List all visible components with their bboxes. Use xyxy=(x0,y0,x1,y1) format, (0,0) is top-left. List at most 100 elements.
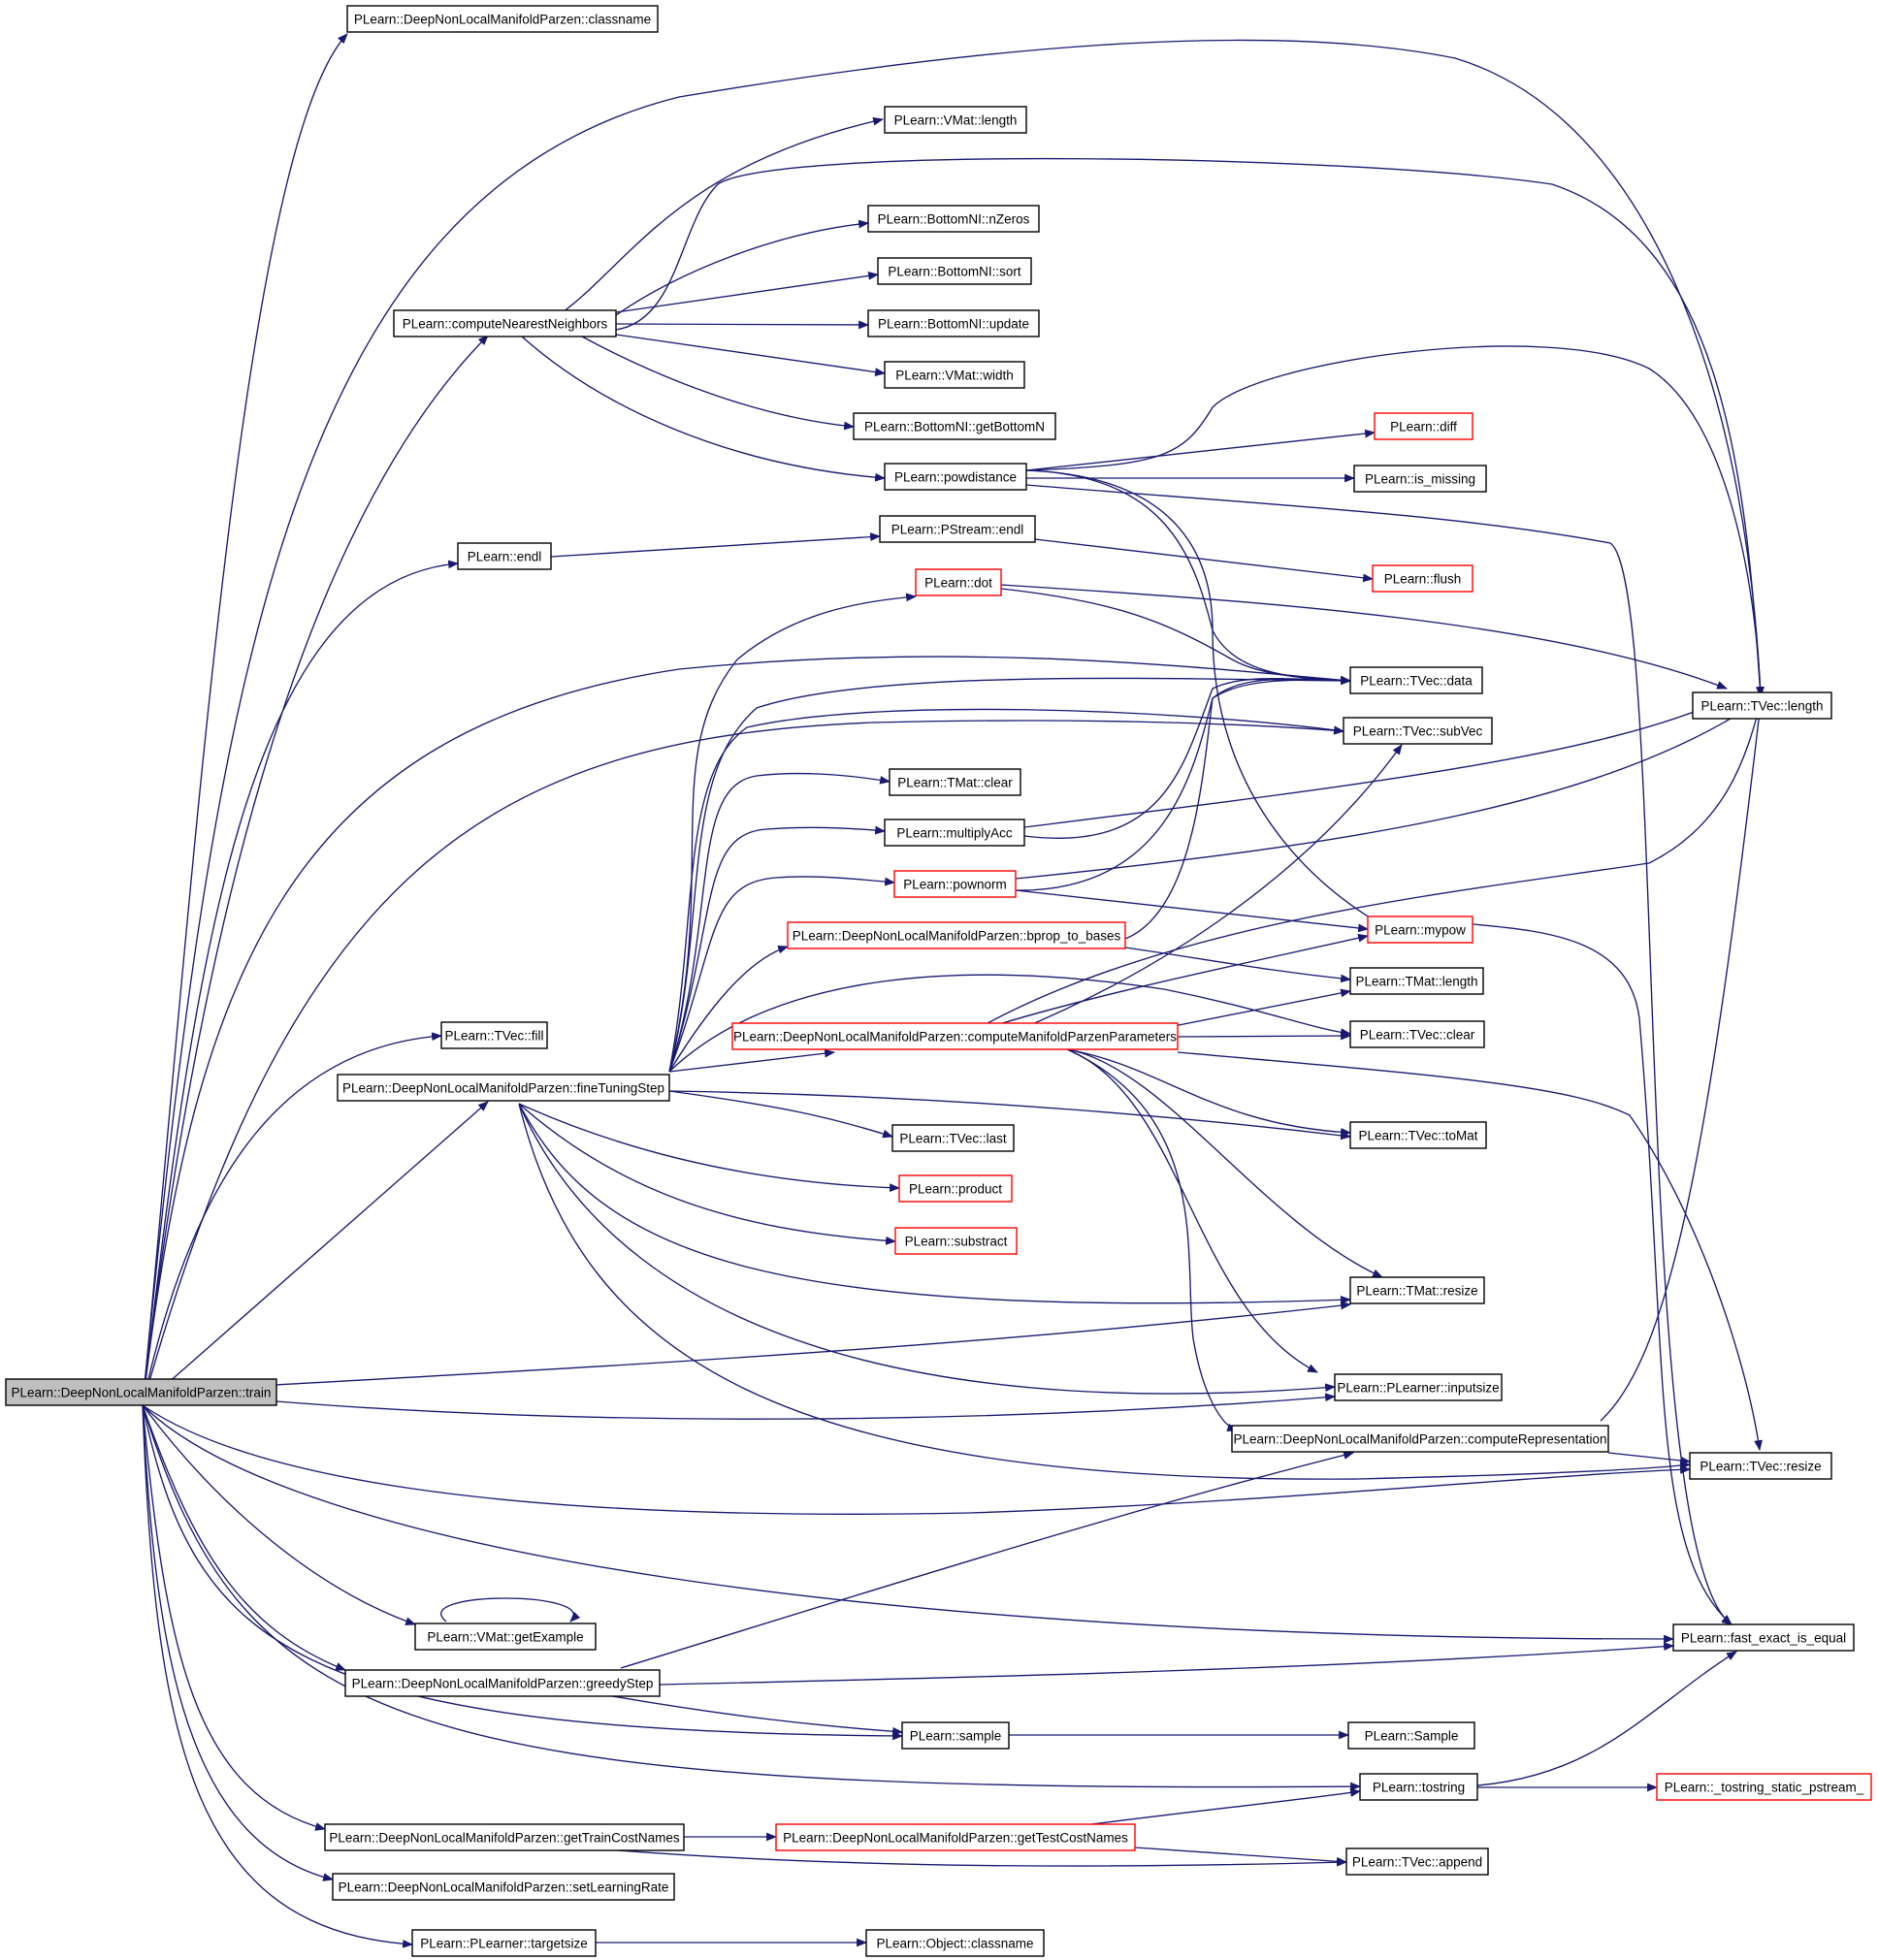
edge-pn-mypow xyxy=(1015,889,1370,933)
node-gettraincost[interactable]: PLearn::DeepNonLocalManifoldParzen::getT… xyxy=(324,1823,685,1851)
node-tvappend[interactable]: PLearn::TVec::append xyxy=(1345,1848,1489,1876)
node-comprep[interactable]: PLearn::DeepNonLocalManifoldParzen::comp… xyxy=(1231,1425,1609,1453)
node-tmlength[interactable]: PLearn::TMat::length xyxy=(1349,967,1484,995)
node-ismissing[interactable]: PLearn::is_missing xyxy=(1353,465,1487,493)
edge-comprep-tvlength xyxy=(1600,701,1765,1422)
node-targetsize[interactable]: PLearn::PLearner::targetsize xyxy=(411,1929,597,1957)
node-subvec[interactable]: PLearn::TVec::subVec xyxy=(1343,717,1493,745)
node-box xyxy=(889,768,1021,796)
node-label: PLearn::BottomNI::getBottomN xyxy=(864,420,1045,434)
node-box xyxy=(344,1669,661,1697)
edge-train-sample xyxy=(142,1404,904,1741)
edge-ft-tvlast xyxy=(668,1090,894,1139)
node-product[interactable]: PLearn::product xyxy=(898,1174,1013,1203)
node-box xyxy=(1372,564,1473,593)
node-label: PLearn::is_missing xyxy=(1365,472,1475,487)
edge-ft-cmpp xyxy=(668,1048,836,1073)
node-box xyxy=(891,1124,1015,1152)
node-flush[interactable]: PLearn::flush xyxy=(1372,564,1473,593)
edge-cnn-bupdate xyxy=(615,320,870,330)
node-tomat[interactable]: PLearn::TVec::toMat xyxy=(1349,1121,1487,1149)
node-tvdata[interactable]: PLearn::TVec::data xyxy=(1349,666,1483,694)
node-box xyxy=(879,515,1036,543)
node-psendl[interactable]: PLearn::PStream::endl xyxy=(879,515,1036,543)
node-cmpp[interactable]: PLearn::DeepNonLocalManifoldParzen::comp… xyxy=(731,1022,1179,1050)
node-label: PLearn::TVec::data xyxy=(1360,674,1473,689)
node-mypow[interactable]: PLearn::mypow xyxy=(1367,916,1473,944)
edge-pn-tvlength xyxy=(1015,702,1757,880)
edge-train-tvdata xyxy=(142,656,1352,1406)
node-tvclear[interactable]: PLearn::TVec::clear xyxy=(1349,1020,1485,1048)
node-bsort[interactable]: PLearn::BottomNI::sort xyxy=(877,257,1032,285)
node-vmat_length[interactable]: PLearn::VMat::length xyxy=(884,106,1027,134)
node-box xyxy=(346,5,659,33)
node-tvlast[interactable]: PLearn::TVec::last xyxy=(891,1124,1015,1152)
node-getbottomn[interactable]: PLearn::BottomNI::getBottomN xyxy=(853,412,1056,440)
edges xyxy=(142,33,1765,1948)
node-dot[interactable]: PLearn::dot xyxy=(915,568,1002,596)
edge-mypow-fastexact xyxy=(1472,923,1732,1625)
node-label: PLearn::BottomNI::update xyxy=(878,317,1029,332)
node-sample[interactable]: PLearn::sample xyxy=(901,1721,1010,1750)
node-bupdate[interactable]: PLearn::BottomNI::update xyxy=(867,309,1040,337)
node-box xyxy=(1349,666,1483,694)
node-greedystep[interactable]: PLearn::DeepNonLocalManifoldParzen::gree… xyxy=(344,1669,661,1697)
node-cnn[interactable]: PLearn::computeNearestNeighbors xyxy=(393,309,617,337)
node-label: PLearn::DeepNonLocalManifoldParzen::gree… xyxy=(352,1677,654,1691)
edge-train-classname xyxy=(142,33,348,1406)
node-box xyxy=(1689,1452,1832,1480)
node-label: PLearn::DeepNonLocalManifoldParzen::clas… xyxy=(354,13,651,27)
node-classname[interactable]: PLearn::DeepNonLocalManifoldParzen::clas… xyxy=(346,5,659,33)
node-gettestcost[interactable]: PLearn::DeepNonLocalManifoldParzen::getT… xyxy=(775,1823,1136,1851)
node-box xyxy=(1345,1848,1489,1876)
node-box xyxy=(1334,1373,1503,1401)
node-box xyxy=(775,1823,1136,1851)
node-box xyxy=(324,1823,685,1851)
edge-gtest-tostring xyxy=(1076,1788,1362,1827)
node-fastexact[interactable]: PLearn::fast_exact_is_equal xyxy=(1672,1623,1855,1652)
node-box xyxy=(1692,691,1832,720)
node-vwidth[interactable]: PLearn::VMat::width xyxy=(884,361,1025,389)
node-tvfill[interactable]: PLearn::TVec::fill xyxy=(440,1021,548,1049)
edge-gs-comprep xyxy=(620,1451,1355,1669)
node-endl[interactable]: PLearn::endl xyxy=(457,542,552,570)
node-tostring[interactable]: PLearn::tostring xyxy=(1359,1773,1478,1801)
node-train[interactable]: PLearn::DeepNonLocalManifoldParzen::trai… xyxy=(5,1378,277,1406)
node-finetune[interactable]: PLearn::DeepNonLocalManifoldParzen::fine… xyxy=(337,1074,670,1102)
node-getexample[interactable]: PLearn::VMat::getExample xyxy=(414,1623,597,1651)
node-box xyxy=(393,309,617,337)
node-bprop[interactable]: PLearn::DeepNonLocalManifoldParzen::bpro… xyxy=(787,921,1126,949)
edge-ft-tmresize xyxy=(518,1103,1352,1304)
edge-ft-pownorm xyxy=(668,876,896,1073)
node-box xyxy=(337,1074,670,1102)
node-box xyxy=(877,257,1032,285)
node-nzeros[interactable]: PLearn::BottomNI::nZeros xyxy=(867,205,1040,233)
node-setlr[interactable]: PLearn::DeepNonLocalManifoldParzen::setL… xyxy=(332,1873,675,1901)
node-tmresize[interactable]: PLearn::TMat::resize xyxy=(1349,1276,1485,1304)
node-powdistance[interactable]: PLearn::powdistance xyxy=(884,463,1027,491)
edge-ft-multiplyacc xyxy=(668,825,887,1073)
edge-ft-bprop xyxy=(668,945,790,1073)
edge-ft-subvec xyxy=(668,708,1345,1073)
node-label: PLearn::diff xyxy=(1390,420,1457,434)
node-pownorm[interactable]: PLearn::pownorm xyxy=(893,870,1017,898)
node-box xyxy=(884,361,1025,389)
node-box xyxy=(915,568,1002,596)
node-multiplyacc[interactable]: PLearn::multiplyAcc xyxy=(884,819,1025,847)
node-tvlength[interactable]: PLearn::TVec::length xyxy=(1692,691,1832,720)
node-Sample[interactable]: PLearn::Sample xyxy=(1347,1721,1475,1750)
edge-psendl-flush xyxy=(1034,538,1375,583)
node-inputsize[interactable]: PLearn::PLearner::inputsize xyxy=(1334,1373,1503,1401)
node-label: PLearn::fast_exact_is_equal xyxy=(1681,1631,1846,1646)
node-tmclear[interactable]: PLearn::TMat::clear xyxy=(889,768,1021,796)
node-tostringsp[interactable]: PLearn::_tostring_static_pstream_ xyxy=(1656,1773,1872,1801)
edge-cnn-powdistance xyxy=(521,336,887,482)
node-objclassname[interactable]: PLearn::Object::classname xyxy=(865,1929,1045,1957)
edge-ft-tmclear xyxy=(668,772,891,1073)
node-box xyxy=(884,106,1027,134)
node-substract[interactable]: PLearn::substract xyxy=(894,1227,1018,1255)
node-tvresize[interactable]: PLearn::TVec::resize xyxy=(1689,1452,1832,1480)
edge-cnn-bsort xyxy=(615,272,880,313)
node-diff[interactable]: PLearn::diff xyxy=(1374,412,1473,440)
node-box xyxy=(787,921,1126,949)
